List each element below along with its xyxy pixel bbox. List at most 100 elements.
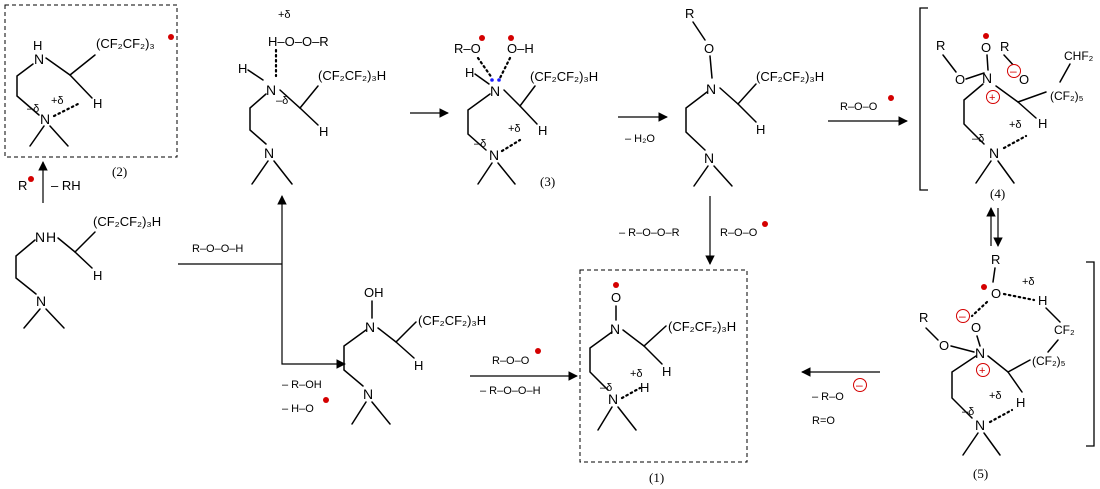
compound-4-n: N — [982, 70, 992, 86]
compound-1-o: O — [611, 290, 621, 305]
compound-1-delta-minus: –δ — [600, 382, 612, 394]
compound-2-bond-ring-left — [16, 63, 40, 116]
compound-5-o-charge — [956, 309, 970, 323]
reagent-roo-radical-h-dot — [535, 348, 541, 354]
compound-4-o-right: O — [1019, 72, 1029, 87]
compound-3-bond-top — [503, 85, 536, 108]
compound-5: R O +δ H – O R O N + CF₂ (CF₂)₅ H +δ –δ … — [919, 252, 1095, 481]
alkoxyamine-n: N — [706, 81, 716, 97]
hydroxylamine-bond-top — [377, 321, 417, 343]
compound-3-nh-h: H — [465, 65, 474, 80]
compound-2-bond-top — [45, 54, 96, 76]
compound-5-methyls — [962, 432, 1001, 456]
reagent-r-radical-dot — [28, 176, 34, 182]
compound-3-n-bottom: N — [489, 147, 499, 163]
compound-2-bond-ch — [69, 74, 93, 99]
hbond-complex: +δ H–O–O–R H N –δ (CF₂CF₂)₃H H N — [238, 9, 386, 185]
hydroxylamine-bond-chain — [343, 329, 367, 387]
compound-5-o-left-bond — [950, 345, 975, 353]
compound-4-r-right: R — [1000, 39, 1009, 54]
complex-nh-h: H — [238, 61, 247, 76]
compound-4-bond-top — [995, 85, 1047, 103]
complex-rf-chain: (CF₂CF₂)₃H — [318, 68, 386, 83]
reagent-minus-rooh: – R–O–O–H — [480, 385, 541, 397]
compound-4: R O O N + R – O CHF₂ (CF₂)₅ H +δ –δ N (4… — [919, 7, 1094, 201]
complex-delta-minus: –δ — [276, 95, 288, 107]
compound-1-hbond — [620, 386, 642, 400]
compound-2-box — [4, 4, 178, 158]
compound-1-delta-plus: +δ — [630, 368, 643, 380]
compound-5-h-top: H — [1038, 293, 1047, 308]
parent-methyls — [23, 308, 65, 329]
compound-1-ch-h: H — [662, 364, 671, 379]
compound-4-bond-ch — [1017, 101, 1037, 119]
compound-5-n-bottom: N — [975, 417, 985, 433]
compound-5-delta-plus: +δ — [989, 390, 1002, 402]
complex-ch-h: H — [319, 124, 328, 139]
compound-3-oh: O–H — [507, 41, 534, 56]
reagent-roo-radical-4-dot — [888, 95, 894, 101]
compound-3-label: (3) — [540, 174, 555, 189]
compound-4-label: (4) — [990, 186, 1005, 201]
compound-4-cf2-5: (CF₂)₅ — [1050, 89, 1084, 103]
compound-3-rf-chain: (CF₂CF₂)₃H — [530, 69, 598, 84]
compound-1-box — [579, 269, 748, 463]
alkoxyamine-ch-h: H — [756, 122, 765, 137]
complex-bond-ch — [299, 107, 319, 126]
parent-ch-h: H — [93, 268, 102, 283]
compound-5-n-charge — [976, 363, 990, 377]
compound-2-radical-dot — [168, 34, 174, 40]
compound-4-hbond — [1002, 134, 1028, 150]
compound-4-r-left-bond — [942, 54, 957, 73]
compound-5-hbond — [988, 408, 1014, 424]
compound-5-o-n-bond — [976, 335, 981, 347]
compound-2-rf-chain: (CF₂CF₂)₃ — [96, 36, 155, 51]
compound-3-ch-h: H — [538, 123, 547, 138]
alkoxyamine-r-bond — [692, 21, 706, 41]
compound-2-label: (2) — [112, 164, 127, 179]
reagent-minus-rh: – RH — [51, 178, 81, 193]
compound-4-bracket — [919, 7, 928, 191]
compound-2-ch-h: H — [93, 96, 102, 111]
compound-4-o-minus: – — [1010, 64, 1017, 78]
alkoxyamine-r: R — [685, 6, 694, 21]
compound-5-cf2-bond — [1047, 339, 1059, 353]
compound-4-n-bottom: N — [989, 145, 999, 161]
reagent-r-eq-o: R=O — [812, 415, 835, 427]
compound-2-delta-plus: +δ — [51, 95, 64, 107]
compound-5-bond-top — [987, 355, 1031, 373]
compound-4-o-left: O — [955, 72, 965, 87]
reagent-roo-radical-1: R–O–O — [720, 227, 758, 239]
compound-5-h-cf2-bond — [1045, 307, 1061, 323]
reagent-ro-charge — [853, 378, 867, 392]
complex-n-bottom: N — [264, 145, 274, 161]
reagent-roo-radical-h: R–O–O — [492, 355, 530, 367]
compound-1-rf-chain: (CF₂CF₂)₃H — [668, 319, 736, 334]
parent-rf-chain: (CF₂CF₂)₃H — [93, 214, 161, 229]
reagent-roo-radical-4: R–O–O — [840, 101, 878, 113]
hydroxylamine-n: N — [365, 319, 375, 335]
parent-bond-chain — [15, 239, 37, 295]
compound-3-ro: R–O — [454, 41, 481, 56]
reagent-minus-roor: – R–O–O–R — [619, 227, 680, 239]
compound-3-methyls — [477, 162, 516, 185]
reagent-minus-h2o: – H₂O — [625, 133, 655, 145]
reagent-minus-ho-dot — [323, 397, 329, 403]
parent-bond-ch — [74, 251, 93, 269]
compound-4-delta-plus: +δ — [1009, 119, 1022, 131]
compound-3-delta-minus: –δ — [474, 138, 486, 150]
reagent-rooh: R–O–O–H — [192, 243, 243, 255]
compound-4-o-radical — [983, 33, 989, 39]
compound-5-r-left-bond — [925, 327, 939, 341]
compound-4-delta-minus: –δ — [972, 133, 984, 145]
hydroxylamine-bond-ch — [395, 341, 415, 359]
complex-n: N — [266, 82, 276, 98]
compound-5-cf2-5: (CF₂)₅ — [1032, 354, 1066, 368]
compound-4-o-top: O — [981, 40, 991, 55]
compound-3-hbond-bottom — [500, 138, 522, 153]
compound-5-o-left: O — [939, 338, 949, 353]
compound-3-bond-ch — [519, 105, 538, 125]
hydroxylamine-methyls — [351, 401, 391, 425]
alkoxyamine-bond-top — [719, 83, 757, 106]
compound-1: O N (CF₂CF₂)₃H H +δ –δ H N (1) — [579, 269, 748, 485]
